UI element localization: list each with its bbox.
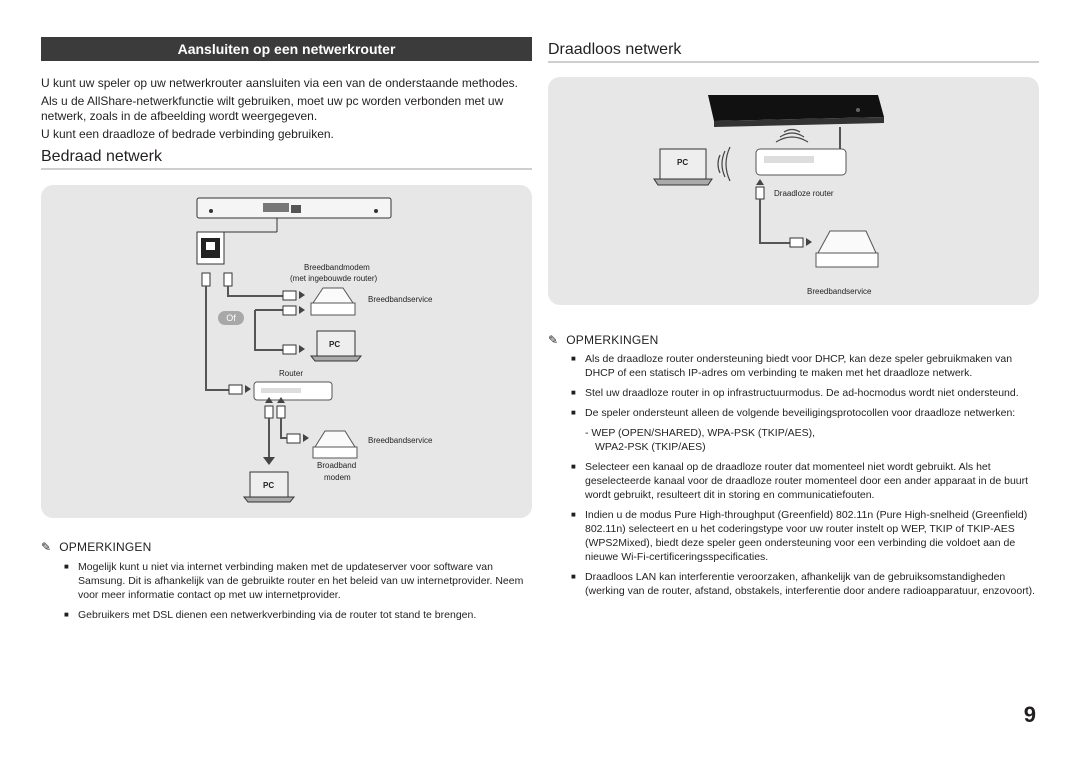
note-text: De speler ondersteunt alleen de volgende… [585, 407, 1016, 419]
square-bullet-icon: ■ [571, 572, 576, 581]
protocol-line-1: - WEP (OPEN/SHARED), WPA-PSK (TKIP/AES), [585, 427, 816, 439]
left-notes-title-text: OPMERKINGEN [59, 540, 152, 554]
note-item: ■ Draadloos LAN kan interferentie veroorz… [571, 570, 1041, 598]
wired-network-diagram [196, 197, 392, 503]
laptop-pc-icon [653, 148, 713, 186]
wireless-router-icon [755, 127, 847, 176]
ethernet-plug-icon [282, 344, 297, 355]
left-notes-list: ■ Mogelijk kunt u niet via internet verbi… [64, 560, 534, 628]
square-bullet-icon: ■ [571, 388, 576, 397]
wifi-signal-icon [717, 146, 731, 182]
arrow-up-icon [265, 397, 273, 403]
wireless-pc-label: PC [677, 158, 689, 167]
note-item: ■ Als de draadloze router ondersteuning b… [571, 352, 1041, 380]
laptop-pc-icon [242, 471, 296, 503]
right-notes-list: ■ Als de draadloze router ondersteuning b… [571, 352, 1041, 604]
ethernet-plug-icon [286, 433, 301, 444]
right-notes-title: ✎ OPMERKINGEN [548, 333, 658, 347]
protocol-list: - WEP (OPEN/SHARED), WPA-PSK (TKIP/AES),… [571, 426, 1041, 454]
note-text: Mogelijk kunt u niet via internet verbin… [78, 561, 524, 601]
bluray-player-icon [708, 95, 884, 127]
ethernet-plug-icon [282, 305, 297, 316]
modem-label-2: (met ingebouwde router) [290, 274, 378, 283]
note-text: Indien u de modus Pure High-throughput (… [585, 509, 1028, 563]
ethernet-plug-icon [282, 290, 297, 301]
note-text: Draadloos LAN kan interferentie veroorza… [585, 571, 1036, 597]
arrow-right-icon [303, 434, 309, 442]
intro-text: U kunt uw speler op uw netwerkrouter aan… [41, 76, 531, 142]
ethernet-plug-icon [264, 405, 286, 419]
wifi-signal-icon [775, 128, 809, 143]
broadband-label-2: modem [324, 473, 351, 482]
ethernet-plug-icon [228, 384, 243, 395]
square-bullet-icon: ■ [571, 354, 576, 363]
wired-heading: Bedraad netwerk [41, 148, 162, 165]
note-text: Stel uw draadloze router in op infrastru… [585, 387, 1019, 399]
note-item: ■ Gebruikers met DSL dienen een netwerkve… [64, 608, 534, 622]
pc-label-2: PC [263, 481, 275, 490]
note-item: ■ Mogelijk kunt u niet via internet verbi… [64, 560, 534, 602]
arrow-down-icon [263, 457, 275, 465]
pencil-icon: ✎ [41, 540, 52, 554]
pc-label-1: PC [329, 340, 341, 349]
page-number: 9 [1023, 702, 1036, 727]
left-notes-title: ✎ OPMERKINGEN [41, 540, 151, 554]
section-title: Aansluiten op een netwerkrouter [177, 41, 396, 57]
wireless-router-label: Draadloze router [774, 189, 834, 198]
arrow-up-icon [277, 397, 285, 403]
wireless-heading-rule [548, 61, 1039, 63]
wireless-network-diagram [653, 95, 884, 268]
arrow-right-icon [299, 306, 305, 314]
note-item: ■ De speler ondersteunt alleen de volgend… [571, 406, 1041, 420]
wireless-diagram-panel: PC Draadloze router Breedbandservice [548, 77, 1039, 305]
right-notes-title-text: OPMERKINGEN [566, 333, 659, 347]
intro-paragraph-3: U kunt een draadloze of bedrade verbindi… [41, 127, 334, 141]
ethernet-plug-icon [201, 272, 233, 287]
arrow-right-icon [806, 238, 812, 246]
broadband-modem-icon [312, 430, 358, 459]
service-label-2: Breedbandservice [368, 436, 433, 445]
router-label: Router [279, 369, 304, 378]
modem-router-icon [310, 287, 356, 316]
note-item: ■ Selecteer een kanaal op de draadloze ro… [571, 460, 1041, 502]
router-icon [253, 381, 333, 401]
square-bullet-icon: ■ [571, 462, 576, 471]
square-bullet-icon: ■ [64, 562, 69, 571]
section-title-bar: Aansluiten op een netwerkrouter [41, 37, 532, 61]
note-item: ■ Indien u de modus Pure High-throughput … [571, 508, 1041, 564]
modem-label-1: Breedbandmodem [304, 263, 370, 272]
arrow-right-icon [299, 291, 305, 299]
note-text: Als de draadloze router ondersteuning bi… [585, 353, 1013, 379]
intro-paragraph-1: U kunt uw speler op uw netwerkrouter aan… [41, 76, 518, 90]
protocol-line-2: WPA2-PSK (TKIP/AES) [595, 441, 706, 453]
bluray-player-rear-icon [196, 197, 392, 219]
note-text: Selecteer een kanaal op de draadloze rou… [585, 461, 1029, 501]
broadband-modem-icon [815, 230, 879, 268]
square-bullet-icon: ■ [571, 408, 576, 417]
intro-paragraph-2: Als u de AllShare-netwerkfunctie wilt ge… [41, 94, 504, 123]
square-bullet-icon: ■ [571, 510, 576, 519]
wired-diagram-panel: Breedbandmodem (met ingebouwde router) B… [41, 185, 532, 518]
lan-port-icon [196, 231, 225, 265]
wireless-heading: Draadloos netwerk [548, 41, 682, 58]
wireless-service-label: Breedbandservice [807, 287, 872, 296]
laptop-pc-icon [309, 330, 363, 362]
note-text: Gebruikers met DSL dienen een netwerkver… [78, 609, 477, 621]
note-item: ■ Stel uw draadloze router in op infrastr… [571, 386, 1041, 400]
arrow-up-icon [756, 179, 764, 185]
arrow-right-icon [245, 385, 251, 393]
ethernet-plug-icon [755, 186, 765, 200]
wired-heading-rule [41, 168, 532, 170]
arrow-right-icon [299, 345, 305, 353]
ethernet-plug-icon [789, 237, 804, 248]
square-bullet-icon: ■ [64, 610, 69, 619]
pencil-icon: ✎ [548, 333, 559, 347]
broadband-label-1: Broadband [317, 461, 357, 470]
or-badge: Of [218, 311, 244, 325]
service-label-1: Breedbandservice [368, 295, 433, 304]
